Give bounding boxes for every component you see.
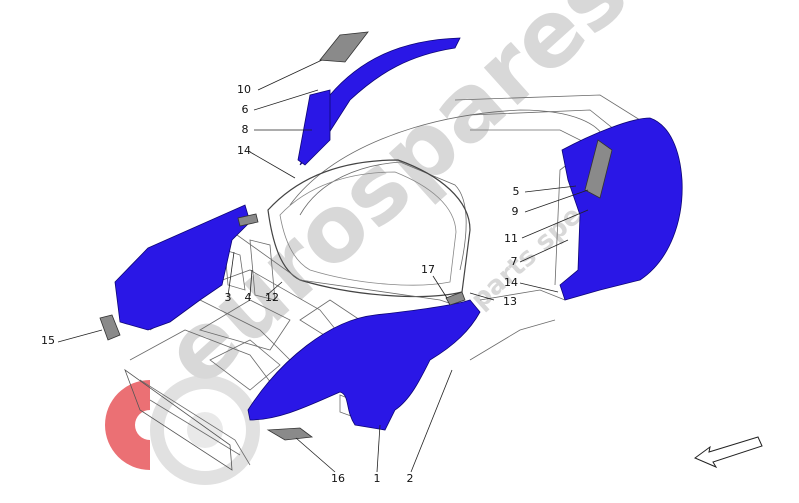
- callout-12: 12: [265, 291, 279, 304]
- callout-4: 4: [244, 291, 252, 304]
- leader-9: [524, 189, 589, 213]
- grey-parts: [99, 31, 613, 441]
- callout-11: 11: [504, 232, 518, 245]
- callout-3: 3: [224, 291, 232, 304]
- leader-lines: [57, 59, 589, 473]
- callout-8: 8: [241, 123, 249, 136]
- callout-15: 15: [41, 334, 55, 347]
- leader-14a: [249, 151, 296, 179]
- part-front-right-wing: [247, 299, 481, 431]
- callout-6: 6: [241, 103, 249, 116]
- part-rear-right-quarter: [559, 117, 683, 301]
- part-15-liner: [99, 314, 121, 341]
- part-17-clip: [445, 291, 466, 306]
- leader-13: [469, 292, 495, 301]
- leader-10: [257, 59, 323, 91]
- leader-4: [249, 269, 253, 297]
- leader-2: [410, 369, 453, 473]
- highlighted-parts: [114, 37, 683, 431]
- leader-15: [57, 329, 103, 343]
- leader-5: [524, 185, 577, 193]
- callout-17: 17: [421, 263, 435, 276]
- part-inner-pillar: [297, 89, 331, 166]
- part-front-left-wing: [114, 204, 251, 331]
- part-9-vent: [584, 139, 613, 199]
- callout-10: 10: [237, 83, 251, 96]
- callout-1: 1: [373, 472, 381, 485]
- body-outline: [124, 94, 661, 471]
- callout-7: 7: [510, 255, 518, 268]
- part-10-trim: [319, 31, 369, 63]
- leader-7: [519, 239, 569, 263]
- callout-2: 2: [406, 472, 414, 485]
- leader-1: [376, 424, 381, 473]
- leader-12: [265, 281, 283, 297]
- callout-5: 5: [512, 185, 520, 198]
- part-a-pillar-panel: [299, 37, 461, 166]
- callout-14-top: 14: [237, 144, 251, 157]
- leader-3: [227, 251, 235, 297]
- callout-13: 13: [503, 295, 517, 308]
- leader-17: [432, 275, 448, 299]
- arrow-down-left-icon: [693, 436, 763, 469]
- part-16-strip: [266, 427, 314, 441]
- callout-14-right: 14: [504, 276, 518, 289]
- logo-red-arc: [105, 380, 150, 470]
- leader-16: [295, 437, 336, 473]
- leader-6: [253, 89, 319, 111]
- leader-11: [521, 209, 589, 239]
- callout-16: 16: [331, 472, 345, 485]
- windshield-frame: [267, 159, 471, 298]
- leader-14b: [519, 282, 559, 293]
- callout-9: 9: [511, 205, 519, 218]
- part-3-bracket: [237, 213, 259, 227]
- logo-wheel: [150, 375, 260, 485]
